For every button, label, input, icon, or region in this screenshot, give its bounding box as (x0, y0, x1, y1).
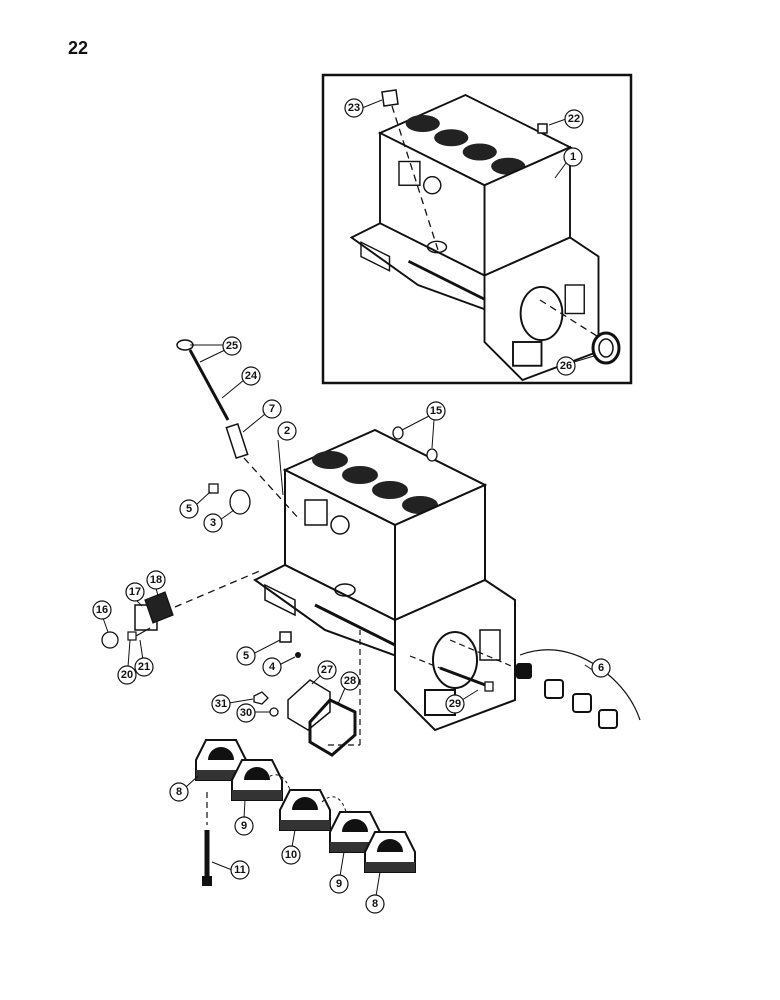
svg-text:10: 10 (285, 849, 297, 861)
part-18-gasket-icon (144, 591, 174, 624)
leader-6 (449, 639, 517, 669)
cylinder-block-assembly-inset (350, 93, 600, 382)
part-20-washer-icon (135, 627, 151, 637)
part-22-plug-icon (537, 123, 548, 134)
callout-23: 23 (344, 98, 383, 118)
callout-5b: 5 (236, 639, 281, 666)
svg-text:24: 24 (245, 370, 258, 382)
part-5-plug-icon (208, 483, 219, 494)
svg-text:3: 3 (210, 517, 216, 529)
callout-11: 11 (211, 860, 250, 880)
svg-text:7: 7 (269, 403, 275, 415)
svg-text:30: 30 (240, 707, 252, 719)
inset-frame (321, 73, 633, 385)
callout-8b: 8 (365, 871, 385, 914)
svg-text:1: 1 (570, 151, 576, 163)
svg-text:5: 5 (243, 650, 249, 662)
callout-16: 16 (92, 600, 112, 633)
part-4-plug-icon (295, 652, 301, 658)
callout-30: 30 (236, 703, 270, 723)
callout-6: 6 (584, 658, 611, 678)
part-11-bolt-icon (202, 792, 212, 886)
part-8b-cap-icon (364, 831, 416, 873)
svg-text:29: 29 (449, 698, 461, 710)
page-number: 22 (68, 38, 89, 58)
callout-7: 7 (242, 399, 282, 433)
callout-9a: 9 (234, 799, 254, 836)
part-30-washer-icon (269, 707, 279, 717)
svg-text:4: 4 (269, 661, 276, 673)
part-15-plugs-icon (392, 426, 438, 462)
part-9a-cap-icon (231, 759, 283, 801)
callout-8a: 8 (169, 775, 199, 802)
leader-dipstick (243, 457, 301, 521)
callout-24: 24 (221, 366, 261, 399)
callout-2: 2 (277, 421, 297, 496)
part-6-bushings-icon (516, 663, 618, 729)
callout-22: 22 (548, 109, 584, 129)
svg-text:6: 6 (598, 662, 604, 674)
callout-17: 17 (125, 582, 145, 607)
part-27-cover-icon (287, 679, 331, 731)
callout-18: 18 (146, 570, 166, 597)
part-3-plug-icon (229, 489, 251, 515)
part-7-tube-icon (225, 422, 249, 460)
part-16-plug-icon (101, 631, 119, 649)
spring-a (264, 774, 291, 791)
svg-text:25: 25 (226, 340, 238, 352)
callout-28: 28 (337, 671, 360, 705)
callout-29: 29 (445, 689, 479, 714)
cylinder-block-main (253, 428, 517, 732)
svg-text:5: 5 (186, 503, 192, 515)
callout-25: 25 (190, 336, 242, 363)
part-28-gasket-icon (308, 698, 357, 757)
part-10-cap-icon (279, 789, 331, 831)
callout-20: 20 (117, 639, 137, 685)
svg-text:18: 18 (150, 574, 162, 586)
svg-text:16: 16 (96, 604, 108, 616)
callout-3: 3 (203, 509, 235, 533)
callout-31: 31 (211, 694, 254, 714)
part-5b-plug-icon (279, 631, 292, 643)
part-23-plug-icon (381, 89, 399, 107)
svg-text:20: 20 (121, 669, 133, 681)
svg-text:17: 17 (129, 586, 141, 598)
callout-9b: 9 (329, 851, 349, 894)
part-31-nut-icon (253, 691, 269, 705)
part-26-seal-icon (591, 331, 621, 365)
svg-text:15: 15 (430, 405, 442, 417)
leader-23 (391, 105, 439, 251)
svg-text:27: 27 (321, 664, 333, 676)
callout-4: 4 (262, 656, 296, 677)
svg-text:31: 31 (215, 698, 227, 710)
callout-26: 26 (556, 355, 595, 376)
svg-text:21: 21 (138, 661, 150, 673)
svg-text:22: 22 (568, 113, 580, 125)
svg-text:9: 9 (241, 820, 247, 832)
callout-21: 21 (134, 639, 154, 677)
callout-15: 15 (401, 401, 446, 449)
svg-text:28: 28 (344, 675, 356, 687)
svg-text:9: 9 (336, 878, 342, 890)
callout-5a: 5 (179, 491, 211, 519)
leader-cover (174, 569, 263, 608)
spring-b (321, 796, 347, 813)
callout-1: 1 (554, 147, 583, 179)
svg-text:2: 2 (284, 425, 290, 437)
part-21-screw-icon (127, 631, 137, 641)
svg-text:8: 8 (176, 786, 182, 798)
svg-text:11: 11 (234, 864, 246, 876)
svg-text:23: 23 (348, 102, 360, 114)
callout-10: 10 (281, 829, 301, 865)
part-29-bolt-icon (439, 666, 494, 692)
svg-text:8: 8 (372, 898, 378, 910)
svg-text:26: 26 (560, 360, 572, 372)
leader-29 (409, 655, 441, 669)
callout-27: 27 (311, 660, 337, 685)
